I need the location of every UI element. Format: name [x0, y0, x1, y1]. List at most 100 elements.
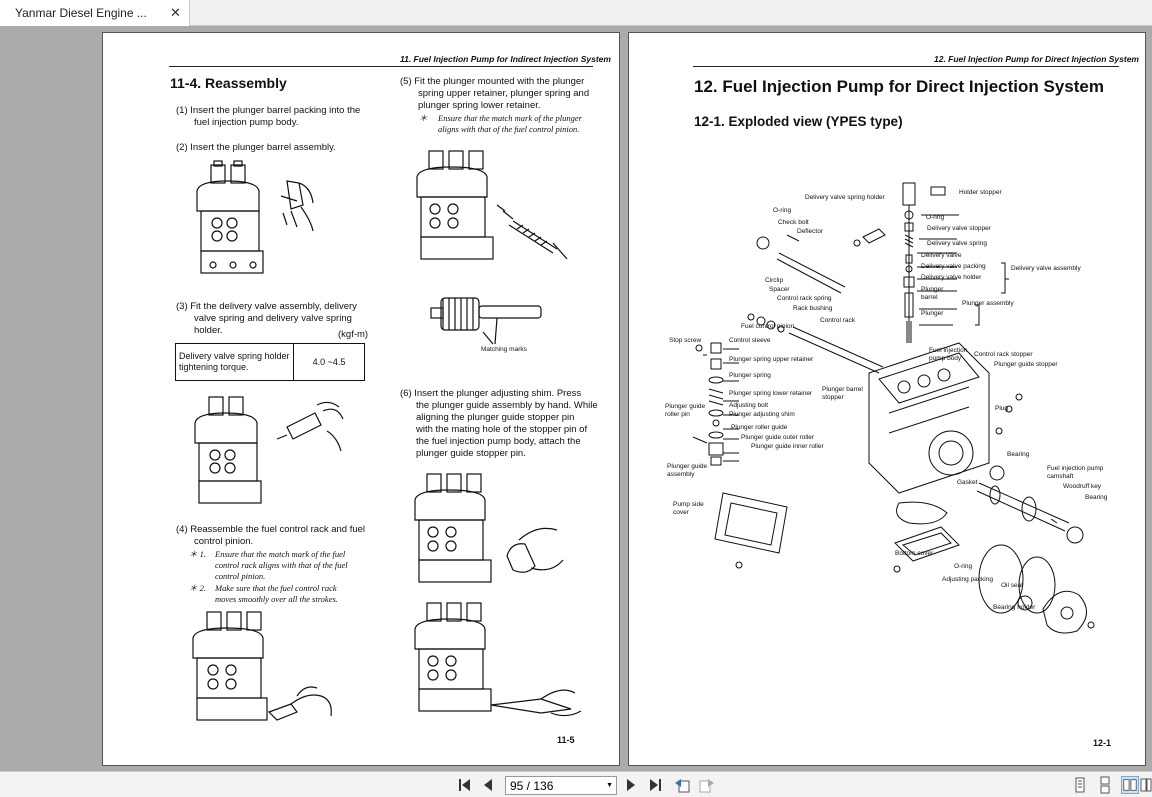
label-plunger: Plunger — [921, 310, 944, 317]
label-o-ring-top: O-ring — [926, 214, 945, 221]
label-plunger-adjusting-shim: Plunger adjusting shim — [729, 411, 795, 418]
label-o-ring-left: O-ring — [773, 207, 792, 214]
step-6-line-2: the plunger guide assembly by hand. Whil… — [416, 400, 598, 411]
step-1-line-2: fuel injection pump body. — [194, 117, 299, 128]
page-indicator: 95 / 136 — [510, 779, 554, 793]
label-delivery-valve-spring: Delivery valve spring — [927, 240, 987, 247]
last-page-icon[interactable] — [646, 776, 664, 794]
label-plunger-roller-guide: Plunger roller guide — [731, 424, 788, 431]
label-delivery-valve-holder: Delivery valve holder — [921, 274, 982, 281]
label-plunger-barrel-line-2: barrel — [921, 294, 938, 301]
chapter-title: 12. Fuel Injection Pump for Direct Injec… — [694, 77, 1104, 96]
step-6-line-5: the fuel injection pump body, attach the — [416, 436, 581, 447]
step-6-line-6: plunger guide stopper pin. — [416, 448, 526, 459]
label-rack-bushing: Rack bushing — [793, 305, 833, 312]
label-pump-side-cover-line-2: cover — [673, 509, 689, 516]
label-plunger-guide-inner-roller: Plunger guide inner roller — [751, 443, 824, 450]
label-plunger-guide-roller-pin-line-2: roller pin — [665, 411, 690, 418]
label-plunger-guide-assembly-line-2: assembly — [667, 471, 695, 478]
step-4-note-1-line-2: control rack aligns with that of the fue… — [215, 560, 348, 570]
chevron-down-icon[interactable]: ▼ — [606, 782, 613, 789]
label-delivery-valve-spring-holder: Delivery valve spring holder — [805, 194, 885, 201]
section-title: 11-4. Reassembly — [170, 75, 287, 91]
step-4-note-2-line-2: moves smoothly over all the strokes. — [215, 594, 338, 604]
header-rule — [169, 66, 593, 67]
label-fuel-injection-pump-body-line-1: Fuel injection — [929, 347, 968, 354]
step-6-line-1: (6) Insert the plunger adjusting shim. P… — [400, 388, 582, 399]
page-number-select[interactable]: 95 / 136 ▼ — [505, 776, 617, 795]
step-4-note-1-line-1: Ensure that the match mark of the fuel — [215, 549, 346, 559]
label-plunger-assembly: Plunger assembly — [962, 300, 1014, 307]
pump-figure-step-2 — [196, 160, 314, 274]
matching-marks-label: Matching marks — [481, 346, 527, 353]
header-rule-right — [693, 66, 1119, 67]
label-gasket: Gasket — [957, 479, 978, 486]
section-subtitle: 12-1. Exploded view (YPES type) — [694, 114, 903, 129]
label-woodruff-key: Woodruff key — [1063, 483, 1102, 490]
step-3-line-2: valve spring and delivery valve spring — [194, 313, 352, 324]
torque-table-value: 4.0 ~4.5 — [293, 343, 365, 381]
previous-page-icon[interactable] — [479, 776, 497, 794]
label-delivery-valve-assembly: Delivery valve assembly — [1011, 265, 1081, 272]
label-circlip: Circlip — [765, 277, 784, 284]
torque-table: Delivery valve spring holder tightening … — [175, 343, 365, 381]
single-page-view-icon[interactable] — [1071, 776, 1089, 794]
document-viewer[interactable]: 11. Fuel Injection Pump for Indirect Inj… — [0, 26, 1152, 771]
label-delivery-valve-packing: Delivery valve packing — [921, 263, 986, 270]
step-4-note-1-line-3: control pinion. — [215, 571, 266, 581]
step-3-line-3: holder. — [194, 325, 223, 336]
label-fuel-injection-pump-camshaft-line-1: Fuel injection pump — [1047, 465, 1104, 472]
two-page-view-icon[interactable] — [1121, 776, 1139, 794]
step-5-note-line-1: Ensure that the match mark of the plunge… — [438, 113, 582, 123]
torque-label-line-1: Delivery valve spring holder — [179, 351, 290, 361]
tab-bar: Yanmar Diesel Engine ... ✕ — [0, 0, 1152, 26]
label-plunger-guide-outer-roller: Plunger guide outer roller — [741, 434, 814, 441]
label-plunger-barrel-line-1: Plunger — [921, 286, 944, 293]
step-4-note-1-marker: ＊ 1. — [189, 549, 207, 559]
torque-table-label: Delivery valve spring holder tightening … — [175, 343, 294, 381]
step-1-line-1: (1) Insert the plunger barrel packing in… — [176, 105, 361, 116]
label-control-rack-stopper: Control rack stopper — [974, 351, 1033, 358]
page-number-left: 11-5 — [557, 735, 575, 745]
label-bearing-holder: Bearing holder — [993, 604, 1036, 611]
label-adjusting-bolt: Adjusting bolt — [729, 402, 769, 409]
exploded-view-diagram — [692, 182, 1095, 634]
continuous-view-icon[interactable] — [1096, 776, 1114, 794]
first-page-icon[interactable] — [456, 776, 474, 794]
label-plunger-spring-lower-retainer: Plunger spring lower retainer — [729, 390, 813, 397]
label-holder-stopper: Holder stopper — [959, 189, 1002, 196]
step-5-line-3: plunger spring lower retainer. — [418, 100, 541, 111]
page-header: 11. Fuel Injection Pump for Indirect Inj… — [400, 54, 611, 64]
next-page-icon[interactable] — [622, 776, 640, 794]
step-5-line-1: (5) Fit the plunger mounted with the plu… — [400, 76, 585, 87]
label-fuel-injection-pump-camshaft-line-2: camshaft — [1047, 473, 1074, 480]
label-fuel-injection-pump-body-line-2: pump body — [929, 355, 962, 362]
step-4-note-2-marker: ＊ 2. — [189, 583, 207, 593]
page-header-right: 12. Fuel Injection Pump for Direct Injec… — [934, 54, 1139, 64]
label-o-ring-bottom: O-ring — [954, 563, 973, 570]
torque-label-line-2: tightening torque. — [179, 362, 249, 372]
step-3-line-1: (3) Fit the delivery valve assembly, del… — [176, 301, 357, 312]
matching-marks-figure — [430, 297, 542, 345]
label-plunger-spring-upper-retainer: Plunger spring upper retainer — [729, 356, 814, 363]
label-delivery-valve: Delivery valve — [921, 252, 962, 259]
label-spacer: Spacer — [769, 286, 790, 293]
step-5-note-line-2: aligns with that of the fuel control pin… — [438, 124, 580, 134]
torque-unit: (kgf-m) — [338, 329, 369, 340]
step-2-text: (2) Insert the plunger barrel assembly. — [176, 142, 336, 153]
back-view-icon[interactable] — [673, 776, 691, 794]
close-icon[interactable]: ✕ — [170, 5, 181, 20]
step-5-note-marker: ＊ — [419, 113, 428, 123]
step-6-line-3: aligning the plunger guide stopper pin — [416, 412, 575, 423]
facing-view-icon[interactable] — [1140, 776, 1152, 794]
page-12-1: 12. Fuel Injection Pump for Direct Injec… — [628, 32, 1146, 766]
page-11-5: 11. Fuel Injection Pump for Indirect Inj… — [102, 32, 620, 766]
step-6-line-4: with the mating hole of the stopper pin … — [416, 424, 588, 435]
label-control-rack-spring: Control rack spring — [777, 295, 832, 302]
label-plunger-barrel-stopper-line-2: stopper — [822, 394, 844, 401]
forward-view-icon[interactable] — [698, 776, 716, 794]
pump-figure-step-3 — [194, 396, 344, 504]
label-check-bolt: Check bolt — [778, 219, 809, 226]
document-tab[interactable]: Yanmar Diesel Engine ... ✕ — [0, 0, 190, 26]
label-control-rack: Control rack — [820, 317, 856, 324]
